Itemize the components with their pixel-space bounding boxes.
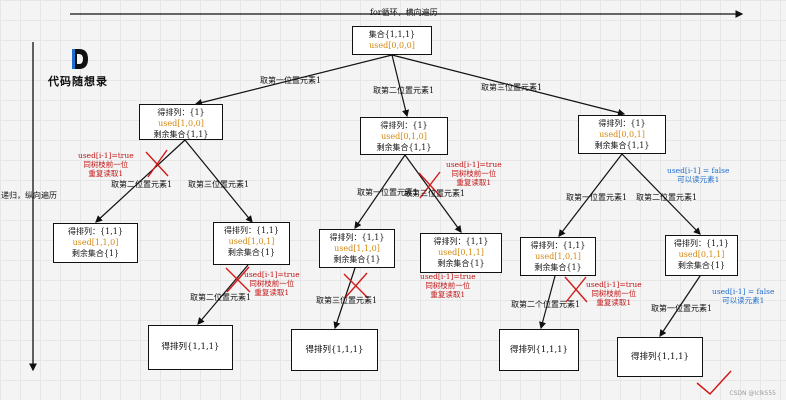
tree-node-root: 集合{1,1,1} used[0,0,0] bbox=[352, 26, 432, 55]
edge-label: 取第三位置元素1 bbox=[188, 180, 250, 189]
watermark: CSDN @lclk555 bbox=[729, 390, 776, 397]
prune-cross bbox=[145, 149, 588, 303]
logo-d-icon bbox=[72, 49, 88, 69]
edge-label: 取第一位置元素1 bbox=[566, 193, 628, 202]
edge-label: 取第一位置元素1 bbox=[651, 304, 713, 313]
edge-label: 取第三位置元素1 bbox=[316, 296, 378, 305]
tree-leaf-l3c: 得排列{1,1,1} bbox=[499, 329, 579, 371]
check-icon bbox=[696, 370, 732, 396]
logo-text: 代码随想录 bbox=[48, 75, 108, 88]
edge-label: 取第一位置元素1 bbox=[357, 188, 419, 197]
edge-label: 取第三位置元素1 bbox=[404, 189, 466, 198]
edge-label: 取第一位置元素1 bbox=[260, 76, 322, 85]
horizontal-axis-label: for循环，横向遍历 bbox=[370, 8, 438, 17]
tree-leaf-l3d: 得排列{1,1,1} bbox=[617, 337, 703, 377]
tree-node-l2f: 得排列：{1,1} used[0,1,1] 剩余集合{1} bbox=[665, 235, 738, 276]
edge-label: 取第二位置元素1 bbox=[190, 293, 252, 302]
tree-leaf-l3a: 得排列{1,1,1} bbox=[148, 325, 233, 370]
tree-node-l2a: 得排列：{1,1} used[1,1,0] 剩余集合{1} bbox=[53, 223, 138, 263]
tree-node-l2d: 得排列：{1,1} used[0,1,1] 剩余集合{1} bbox=[420, 233, 502, 273]
vertical-axis-label: 递归，纵向遍历 bbox=[1, 191, 57, 200]
edge-label: 取第二位置元素1 bbox=[636, 193, 698, 202]
tree-node-l1a: 得排列：{1} used[1,0,0] 剩余集合{1,1} bbox=[139, 104, 223, 140]
tree-leaf-l3b: 得排列{1,1,1} bbox=[291, 329, 378, 371]
tree-node-l1c: 得排列：{1} used[0,0,1] 剩余集合{1,1} bbox=[578, 115, 666, 154]
edge-label: 取第二个位置元素1 bbox=[511, 300, 581, 309]
logo: 代码随想录 bbox=[48, 48, 118, 94]
edge-label: 取第三位置元素1 bbox=[481, 83, 543, 92]
tree-node-l2e: 得排列：{1,1} used[1,0,1] 剩余集合{1} bbox=[520, 237, 596, 276]
tree-node-l2b: 得排列：{1,1} used[1,0,1] 剩余集合{1} bbox=[213, 222, 290, 265]
tree-node-l1b: 得排列：{1} used[0,1,0] 剩余集合{1,1} bbox=[360, 117, 448, 155]
edge-label: 取第二位置元素1 bbox=[111, 180, 173, 189]
edge-label: 取第二位置元素1 bbox=[373, 86, 435, 95]
tree-node-l2c: 得排列：{1,1} used[1,1,0] 剩余集合{1} bbox=[319, 229, 395, 268]
